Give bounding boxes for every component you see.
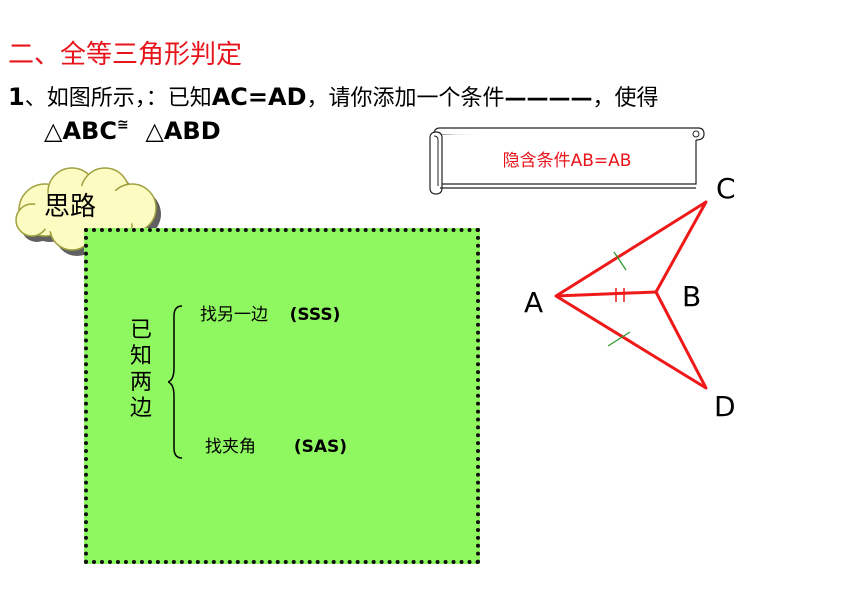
- option-sss: 找另一边 (SSS): [200, 300, 340, 325]
- sas-rule: (SAS): [293, 437, 348, 457]
- option-sss-text: 找另一边: [200, 305, 268, 325]
- section-title: 二、全等三角形判定: [8, 40, 243, 70]
- question-text: 1、如图所示，：已知AC=AD，请你添加一个条件————，使得: [8, 80, 659, 112]
- congruence-statement: △ABC≅ △ABD: [44, 117, 221, 145]
- curly-brace: [168, 305, 183, 459]
- question-prompt-start: 、如图所示，：已知: [24, 86, 212, 111]
- vertex-a-label: A: [524, 286, 543, 319]
- option-sas: 找夹角 (SAS): [205, 432, 347, 457]
- idea-label: 思路: [44, 192, 97, 222]
- reasoning-box: [84, 228, 480, 564]
- hidden-condition-note: 隐含条件AB=AB: [502, 151, 632, 171]
- congruent-symbol: ≅: [116, 117, 129, 133]
- vertex-d-label: D: [714, 390, 736, 423]
- triangle-abd: △ABD: [145, 117, 221, 145]
- tick-ac: [613, 251, 627, 271]
- triangle-figure: A B C D: [524, 172, 736, 423]
- triangle-abc: △ABC: [44, 117, 117, 145]
- vertex-c-label: C: [716, 172, 736, 205]
- question-prompt-middle: ，请你添加一个条件: [306, 86, 505, 111]
- known-two-sides-label: 已知两边: [130, 318, 153, 421]
- option-sas-text: 找夹角: [205, 437, 256, 457]
- sss-rule: (SSS): [289, 305, 341, 325]
- scroll-banner: [429, 127, 705, 195]
- given-condition: AC=AD: [211, 83, 307, 111]
- question-number: 1: [8, 83, 25, 111]
- segment-ab: [555, 290, 657, 298]
- question-prompt-end: ，使得: [592, 86, 659, 111]
- vertex-b-label: B: [682, 280, 701, 313]
- answer-blank: ————: [504, 86, 593, 111]
- tick-ad: [607, 331, 631, 347]
